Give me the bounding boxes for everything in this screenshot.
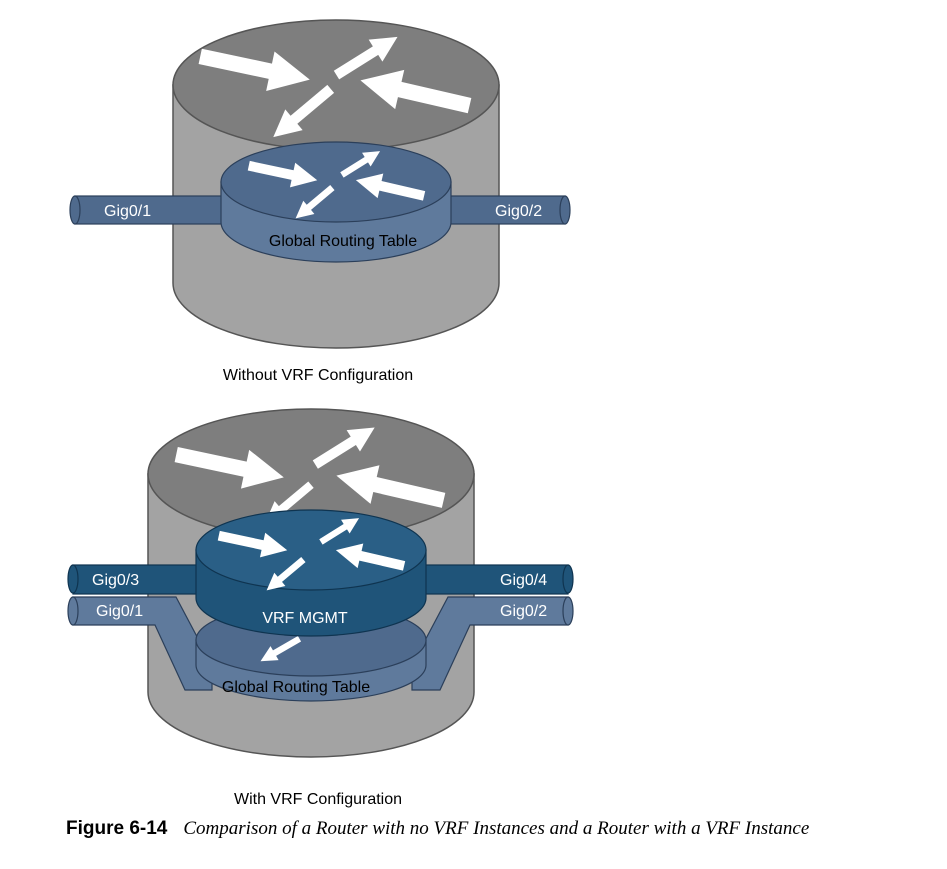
top-interface-gig0-2: Gig0/2: [439, 195, 571, 225]
bottom-interface-label-left-global: Gig0/1: [96, 603, 143, 620]
top-router: Gig0/1 Gig0/2 Global Routing Table Witho…: [69, 19, 571, 384]
bottom-interface-gig0-4: Gig0/4: [409, 564, 574, 595]
bottom-interface-label-left-vrf: Gig0/3: [92, 572, 139, 589]
figure-title: Comparison of a Router with no VRF Insta…: [183, 818, 810, 839]
bottom-interface-label-right-vrf: Gig0/4: [500, 572, 547, 589]
bottom-interface-gig0-2: Gig0/2: [411, 596, 574, 691]
figure-caption: Figure 6-14 Comparison of a Router with n…: [66, 816, 936, 842]
top-interface-label-left: Gig0/1: [104, 203, 151, 220]
bottom-vrf-label: VRF MGMT: [262, 610, 348, 627]
top-router-cylinder-top: [172, 19, 500, 151]
top-interface-label-right: Gig0/2: [495, 203, 542, 220]
top-global-routing-table: Global Routing Table: [220, 141, 452, 263]
figure-number: Figure 6-14: [66, 818, 168, 839]
bottom-router-caption: With VRF Configuration: [234, 791, 402, 808]
bottom-vrf-mgmt-table: VRF MGMT: [195, 509, 427, 637]
bottom-interface-gig0-1: Gig0/1: [67, 596, 213, 691]
top-router-caption: Without VRF Configuration: [223, 367, 413, 384]
top-table-label: Global Routing Table: [269, 233, 417, 250]
bottom-interface-gig0-3: Gig0/3: [67, 564, 214, 595]
bottom-global-table-label: Global Routing Table: [222, 679, 370, 696]
top-interface-gig0-1: Gig0/1: [69, 195, 236, 225]
bottom-interface-label-right-global: Gig0/2: [500, 603, 547, 620]
bottom-router: Gig0/1 Gig0/2 Global Routing Table Gig0/…: [67, 408, 574, 808]
